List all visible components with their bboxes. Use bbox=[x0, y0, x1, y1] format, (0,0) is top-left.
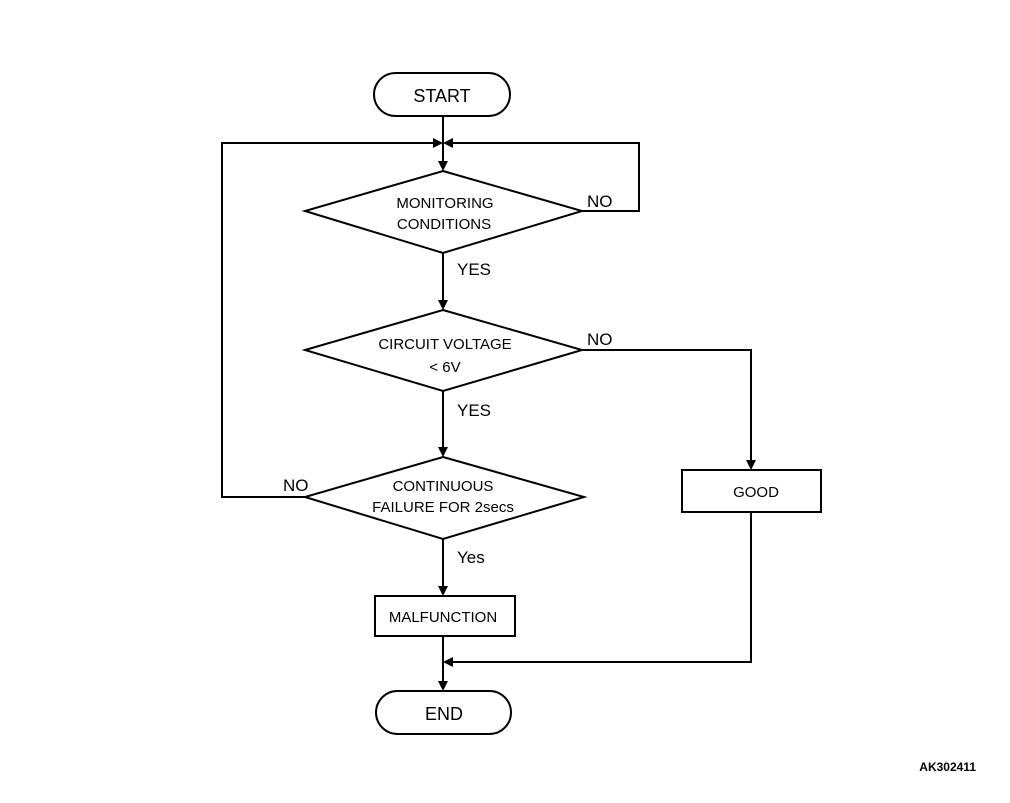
start-label: START bbox=[413, 86, 470, 106]
decision-voltage-line1: CIRCUIT VOLTAGE bbox=[378, 336, 511, 353]
arrowhead-failure bbox=[438, 447, 448, 457]
arrowhead-good bbox=[746, 460, 756, 470]
voltage-no-label: NO bbox=[587, 330, 613, 349]
good-label: GOOD bbox=[733, 484, 779, 501]
connector-good-to-end bbox=[452, 512, 752, 663]
decision-failure-line1: CONTINUOUS bbox=[393, 478, 494, 495]
decision-circuit-voltage bbox=[301, 308, 586, 393]
monitoring-yes-label: YES bbox=[457, 260, 491, 279]
arrowhead-voltage bbox=[438, 300, 448, 310]
failure-no-label: NO bbox=[283, 476, 309, 495]
connector-failure-no-loop bbox=[221, 142, 434, 498]
monitoring-no-label: NO bbox=[587, 192, 613, 211]
start-terminal bbox=[373, 72, 511, 117]
figure-code: AK302411 bbox=[919, 760, 976, 774]
decision-monitoring-line1: MONITORING bbox=[396, 195, 493, 212]
decision-monitoring-conditions bbox=[301, 169, 586, 255]
voltage-yes-label: YES bbox=[457, 401, 491, 420]
end-terminal bbox=[375, 690, 512, 735]
arrowhead-good-merge bbox=[443, 657, 453, 667]
decision-voltage-line2: < 6V bbox=[429, 359, 460, 376]
arrowhead-failure-no-loop bbox=[433, 138, 443, 148]
arrowhead-monitoring bbox=[438, 161, 448, 171]
process-malfunction bbox=[374, 595, 516, 637]
malfunction-label: MALFUNCTION bbox=[389, 609, 497, 626]
process-good bbox=[681, 469, 822, 513]
decision-failure-line2: FAILURE FOR 2secs bbox=[372, 499, 514, 516]
end-label: END bbox=[425, 704, 463, 724]
decision-monitoring-line2: CONDITIONS bbox=[397, 216, 491, 233]
connector-voltage-no bbox=[582, 349, 752, 461]
arrowhead-end bbox=[438, 681, 448, 691]
decision-continuous-failure bbox=[301, 455, 588, 541]
connector-monitoring-no-loop bbox=[452, 142, 640, 212]
arrowhead-malfunction bbox=[438, 586, 448, 596]
arrowhead-monitoring-no-loop bbox=[443, 138, 453, 148]
failure-yes-label: Yes bbox=[457, 548, 485, 567]
